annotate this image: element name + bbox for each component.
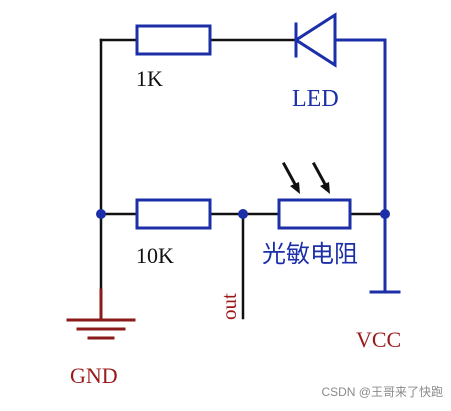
ground-icon bbox=[66, 288, 136, 340]
watermark: CSDN @王哥来了快跑 bbox=[321, 385, 443, 399]
label-vcc: VCC bbox=[356, 327, 401, 352]
junction-out bbox=[238, 209, 248, 219]
label-1k: 1K bbox=[136, 66, 163, 91]
resistor-10k bbox=[135, 198, 212, 230]
light-arrowheads bbox=[290, 182, 330, 194]
components bbox=[135, 12, 401, 294]
label-led: LED bbox=[292, 86, 339, 112]
label-out: out bbox=[217, 293, 241, 320]
label-gnd: GND bbox=[70, 363, 118, 388]
junctions bbox=[96, 209, 390, 219]
photoresistor bbox=[277, 198, 352, 230]
resistor-1k bbox=[135, 24, 212, 56]
label-10k: 10K bbox=[136, 243, 174, 268]
junction-right bbox=[380, 209, 390, 219]
light-arrows-icon bbox=[281, 161, 329, 189]
label-photoresistor: 光敏电阻 bbox=[262, 241, 358, 268]
led-diode-icon bbox=[293, 12, 387, 68]
junction-left bbox=[96, 209, 106, 219]
